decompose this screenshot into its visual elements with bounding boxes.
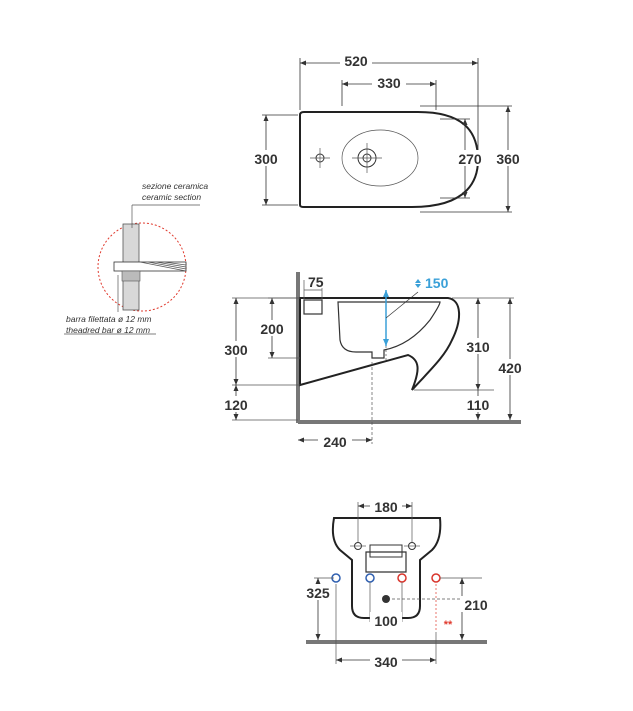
dim-420: 420	[498, 360, 522, 376]
dim-270: 270	[458, 151, 482, 167]
dim-180: 180	[374, 499, 398, 515]
side-view: 75 150 200 300 120 310	[220, 272, 526, 450]
dim-110: 110	[467, 397, 490, 413]
dim-240: 240	[323, 434, 347, 450]
dim-300-top: 300	[254, 151, 278, 167]
dim-200: 200	[260, 321, 284, 337]
top-view-basin	[341, 129, 419, 187]
asterisks-note: **	[444, 619, 453, 631]
front-view: 180 325 210 ** 100 340	[302, 499, 492, 670]
dim-340: 340	[374, 654, 398, 670]
side-view-outline	[299, 297, 460, 391]
label-bar-en: theadred bar ø 12 mm	[66, 325, 150, 335]
dim-150: 150	[425, 275, 449, 291]
front-view-outline	[331, 517, 442, 619]
dim-210: 210	[464, 597, 488, 613]
hot-water-icon-right	[431, 573, 441, 583]
drain-icon	[382, 595, 390, 603]
label-section-en: ceramic section	[142, 192, 201, 202]
top-view: 520 330 300 270 360	[250, 52, 524, 213]
dim-520: 520	[344, 53, 368, 69]
dim-330: 330	[377, 75, 401, 91]
dim-310: 310	[466, 339, 490, 355]
dim-120: 120	[224, 397, 248, 413]
dim-300-side: 300	[224, 342, 248, 358]
label-section-it: sezione ceramica	[142, 181, 208, 191]
dim-100: 100	[374, 613, 398, 629]
dim-325: 325	[306, 585, 330, 601]
dim-360: 360	[496, 151, 520, 167]
dim-75: 75	[308, 274, 324, 290]
top-view-outline	[299, 111, 480, 208]
label-bar-it: barra filettata ø 12 mm	[66, 314, 152, 324]
ceramic-section-detail: sezione ceramica ceramic section barra f…	[64, 181, 208, 335]
